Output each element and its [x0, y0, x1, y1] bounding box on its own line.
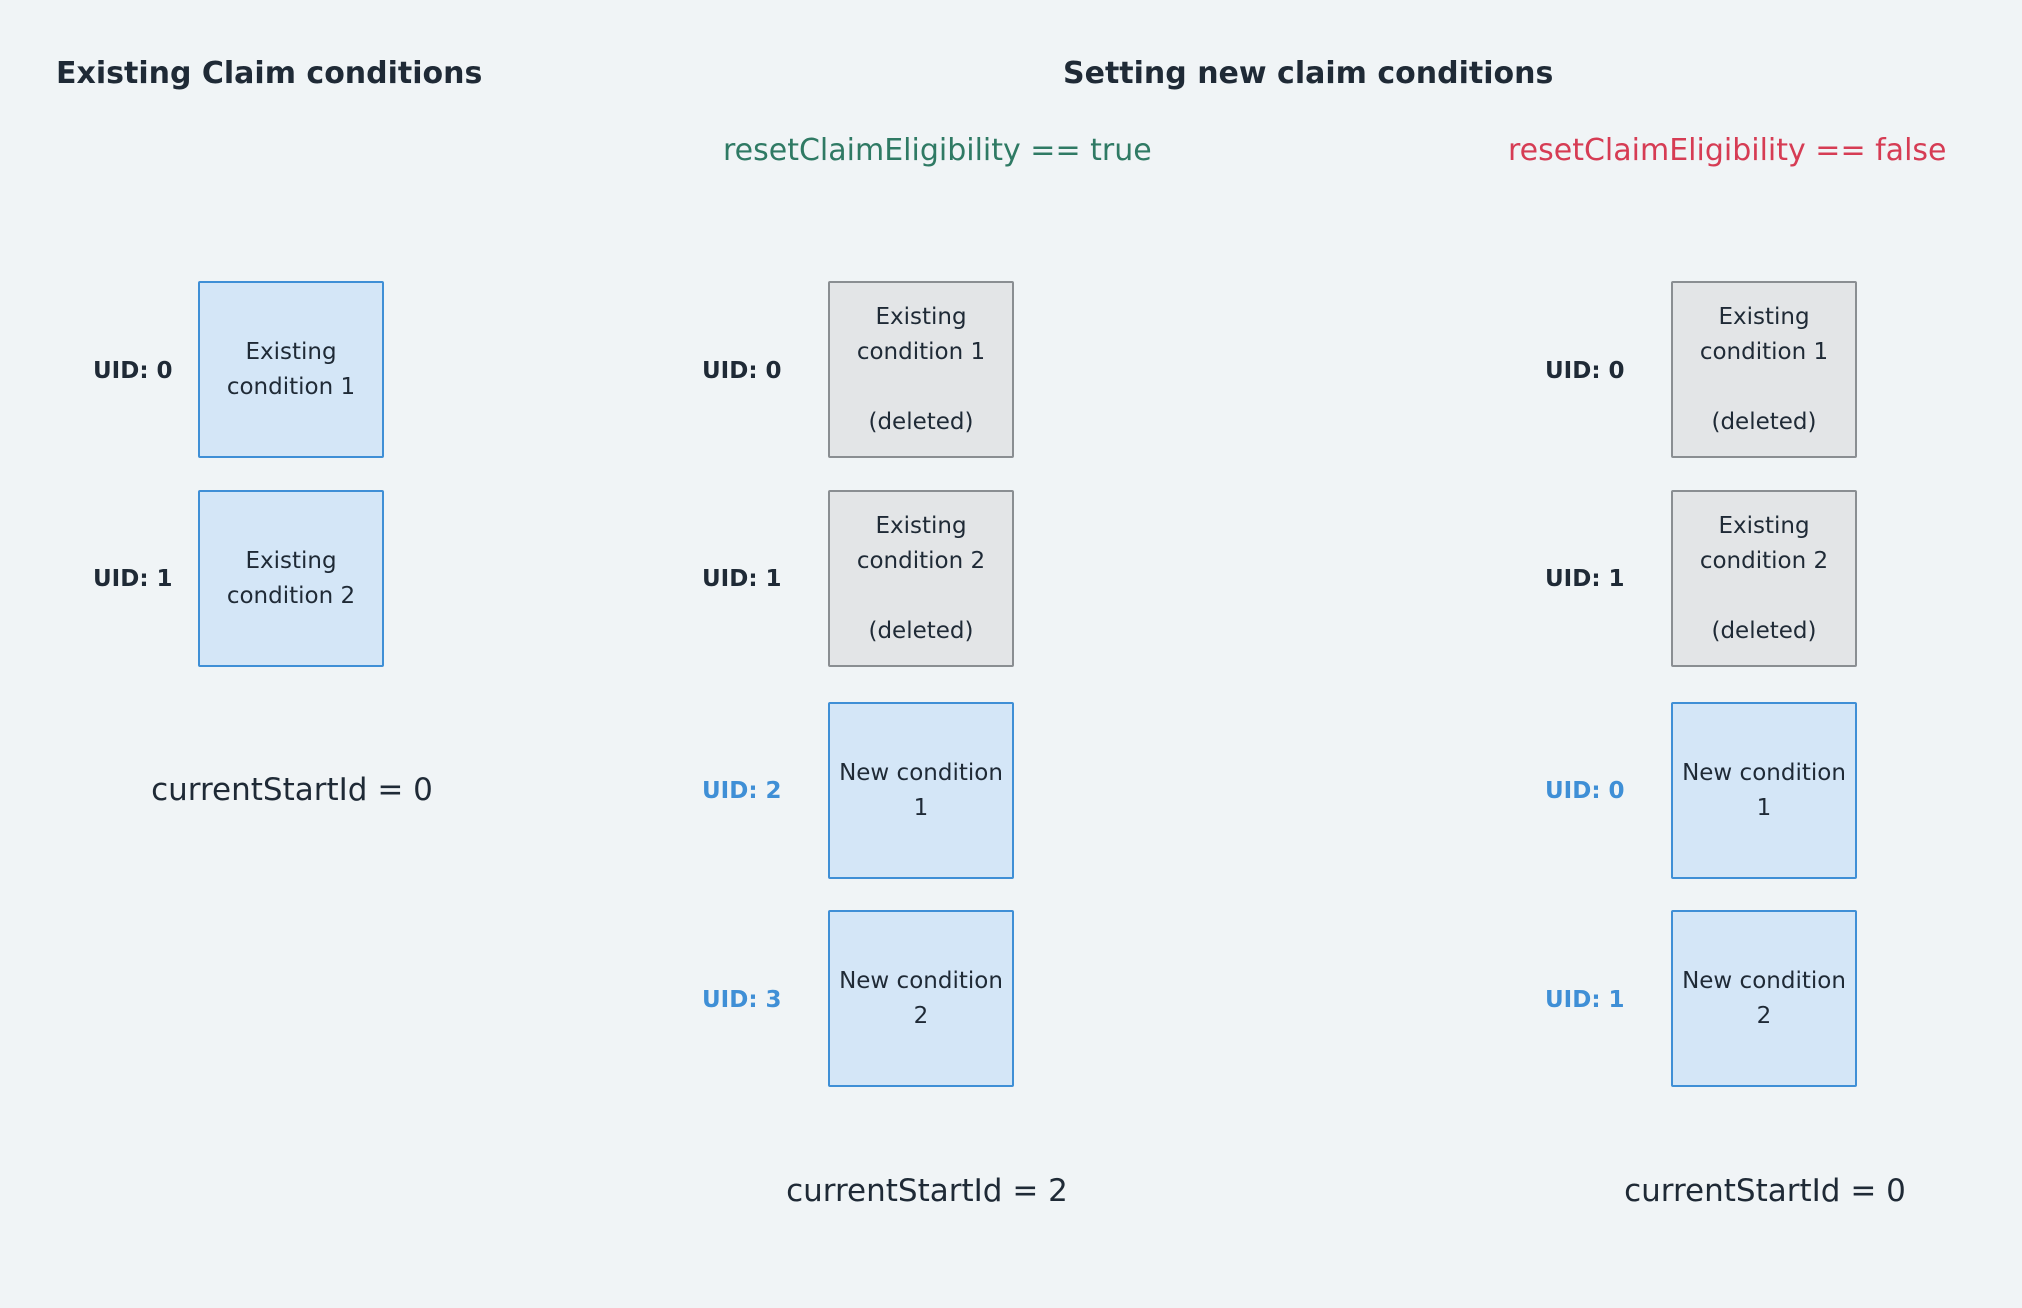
box-line: condition 2	[856, 547, 986, 574]
box-line: Existing	[875, 512, 967, 539]
box-line: condition 1	[226, 373, 356, 400]
reset-false-label: resetClaimEligibility == false	[1508, 133, 1947, 168]
box-line: New condition	[1682, 759, 1846, 786]
deleted-status: (deleted)	[868, 617, 974, 644]
box-line: 1	[913, 794, 929, 821]
reset-true-current-start-id: currentStartId = 2	[786, 1173, 1068, 1209]
reset-true-deleted-condition-1-box: Existing condition 1 (deleted)	[828, 281, 1014, 458]
box-line: condition 2	[1699, 547, 1829, 574]
reset-true-uid-1-label: UID: 1	[702, 566, 782, 592]
reset-true-deleted-condition-2-box: Existing condition 2 (deleted)	[828, 490, 1014, 667]
reset-false-current-start-id: currentStartId = 0	[1624, 1173, 1906, 1209]
box-line: New condition	[1682, 967, 1846, 994]
box-line: New condition	[839, 967, 1003, 994]
box-line: condition 1	[856, 338, 986, 365]
box-line: 1	[1756, 794, 1772, 821]
reset-false-uid-1-label: UID: 1	[1545, 566, 1625, 592]
box-line: 2	[1756, 1002, 1772, 1029]
box-line: Existing	[245, 338, 337, 365]
reset-false-uid-new-1-label: UID: 1	[1545, 987, 1625, 1013]
box-line: Existing	[875, 303, 967, 330]
reset-true-uid-3-label: UID: 3	[702, 987, 782, 1013]
existing-current-start-id: currentStartId = 0	[151, 772, 433, 808]
box-line: condition 1	[1699, 338, 1829, 365]
reset-false-uid-0-label: UID: 0	[1545, 358, 1625, 384]
reset-false-deleted-condition-2-box: Existing condition 2 (deleted)	[1671, 490, 1857, 667]
existing-condition-1-box: Existing condition 1	[198, 281, 384, 458]
box-line: New condition	[839, 759, 1003, 786]
reset-true-uid-2-label: UID: 2	[702, 778, 782, 804]
box-line: Existing	[1718, 303, 1810, 330]
box-line: condition 2	[226, 582, 356, 609]
existing-uid-0-label: UID: 0	[93, 358, 173, 384]
deleted-status: (deleted)	[868, 408, 974, 435]
box-line: Existing	[245, 547, 337, 574]
reset-true-label: resetClaimEligibility == true	[723, 133, 1152, 168]
existing-uid-1-label: UID: 1	[93, 566, 173, 592]
box-line: Existing	[1718, 512, 1810, 539]
reset-true-new-condition-2-box: New condition 2	[828, 910, 1014, 1087]
box-line: 2	[913, 1002, 929, 1029]
setting-new-claim-conditions-heading: Setting new claim conditions	[1063, 56, 1554, 91]
reset-false-deleted-condition-1-box: Existing condition 1 (deleted)	[1671, 281, 1857, 458]
existing-claim-conditions-heading: Existing Claim conditions	[56, 56, 483, 91]
reset-true-new-condition-1-box: New condition 1	[828, 702, 1014, 879]
reset-true-uid-0-label: UID: 0	[702, 358, 782, 384]
reset-false-new-condition-1-box: New condition 1	[1671, 702, 1857, 879]
existing-condition-2-box: Existing condition 2	[198, 490, 384, 667]
reset-false-uid-new-0-label: UID: 0	[1545, 778, 1625, 804]
reset-false-new-condition-2-box: New condition 2	[1671, 910, 1857, 1087]
deleted-status: (deleted)	[1711, 408, 1817, 435]
deleted-status: (deleted)	[1711, 617, 1817, 644]
